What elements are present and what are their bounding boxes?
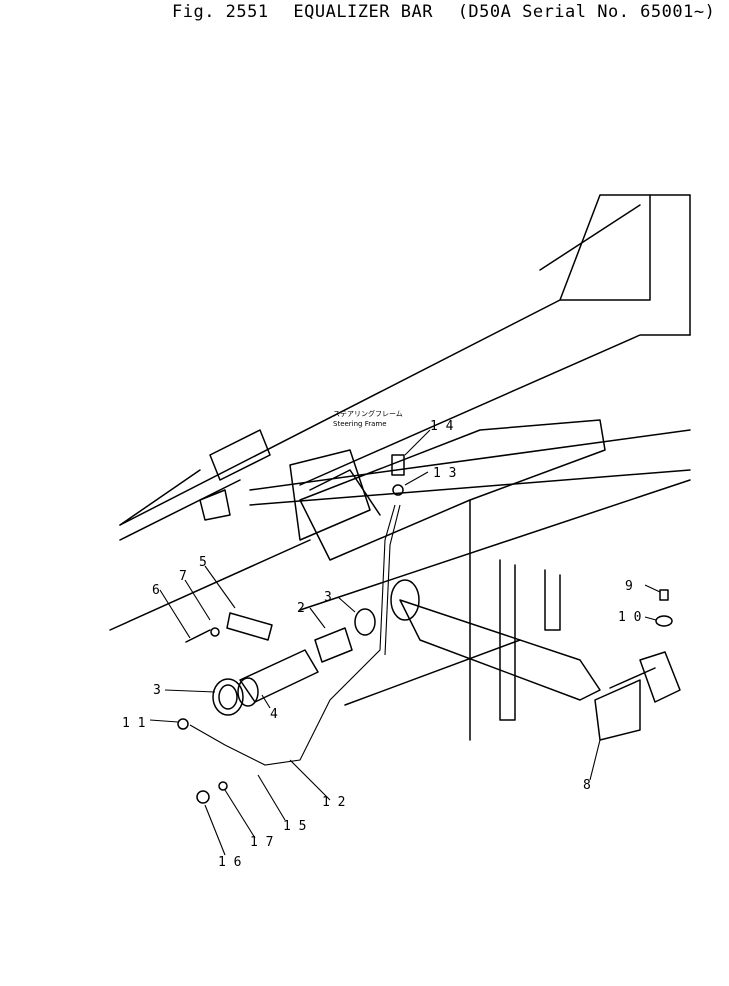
- figure-serial: (D50A Serial No. 65001~): [457, 2, 716, 22]
- steering-frame: [109, 194, 691, 706]
- callout-14: 1 4: [430, 419, 454, 434]
- callout-17: 1 7: [250, 835, 273, 850]
- mount-bracket: [594, 589, 681, 741]
- callout-16: 1 6: [218, 855, 241, 870]
- left-bracket: [199, 429, 381, 541]
- pin-assembly: [185, 608, 376, 716]
- parts-diagram: 1 1 2 3 3 4 5 6 7 8 9 1 0 1 2 1 3 1 4 1 …: [109, 194, 691, 870]
- figure-caption: Fig. 2551 EQUALIZER BAR (D50A Serial No.…: [172, 2, 729, 22]
- callout-7: 7: [179, 569, 187, 584]
- callout-3-upper: 3: [324, 590, 332, 605]
- callout-6: 6: [152, 583, 160, 598]
- callout-10: 1 0: [618, 610, 641, 625]
- figure-number: Fig. 2551: [172, 2, 269, 22]
- callout-11: 1 1: [122, 716, 145, 731]
- callout-15: 1 5: [283, 819, 306, 834]
- annotation-frame-jp: ステアリングフレーム: [333, 409, 403, 418]
- callout-4: 4: [270, 707, 278, 722]
- equalizer-bar: [299, 419, 606, 741]
- callout-13: 1 3: [433, 466, 456, 481]
- callout-5: 5: [199, 555, 207, 570]
- leader-lines: [149, 429, 661, 856]
- callout-12: 1 2: [322, 795, 345, 810]
- callout-2: 2: [297, 601, 305, 616]
- callout-3-lower: 3: [153, 683, 161, 698]
- grease-line: [177, 454, 405, 804]
- callout-8: 8: [583, 778, 591, 793]
- annotation-frame-en: Steering Frame: [333, 420, 387, 428]
- callout-9: 9: [625, 579, 633, 594]
- figure-title: EQUALIZER BAR: [293, 2, 433, 22]
